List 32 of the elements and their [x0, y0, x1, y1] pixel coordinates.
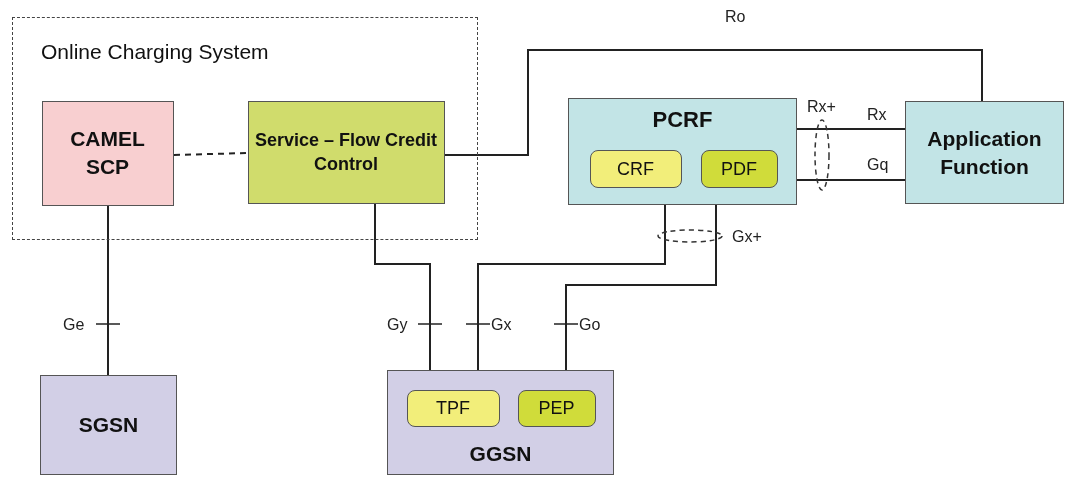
connector-line — [796, 128, 906, 130]
box-heading: SGSN — [77, 411, 140, 438]
process-box — [41, 100, 174, 206]
function-box — [406, 389, 500, 427]
box-heading: PCRF — [651, 106, 714, 134]
process-box — [568, 98, 797, 205]
function-box — [700, 149, 778, 188]
process-box — [247, 100, 445, 204]
box-heading: Application Function — [926, 125, 1043, 180]
connector-line — [374, 203, 431, 371]
connector-line — [444, 49, 983, 156]
connector-line — [796, 179, 906, 181]
process-box — [905, 101, 1064, 204]
box-heading: GGSN — [468, 440, 533, 467]
edge-label: Gy — [386, 316, 409, 334]
box-label: TPF — [435, 396, 471, 420]
edge-label: Gq — [866, 156, 890, 174]
function-box — [589, 149, 682, 188]
box-heading: CAMEL SCP — [69, 125, 146, 180]
box-label: PEP — [537, 396, 576, 420]
box-heading: Service – Flow Credit Control — [253, 128, 439, 176]
function-box — [517, 389, 596, 427]
system-boundary — [12, 17, 478, 240]
box-label: PDF — [720, 157, 758, 181]
connector-line — [477, 204, 666, 371]
process-box — [387, 370, 614, 475]
box-label: Online Charging System — [41, 39, 269, 65]
dashed-connector — [173, 152, 249, 156]
connector-line — [565, 204, 717, 371]
process-box — [40, 375, 177, 475]
box-label: CRF — [616, 157, 655, 181]
connector-line — [107, 205, 109, 376]
